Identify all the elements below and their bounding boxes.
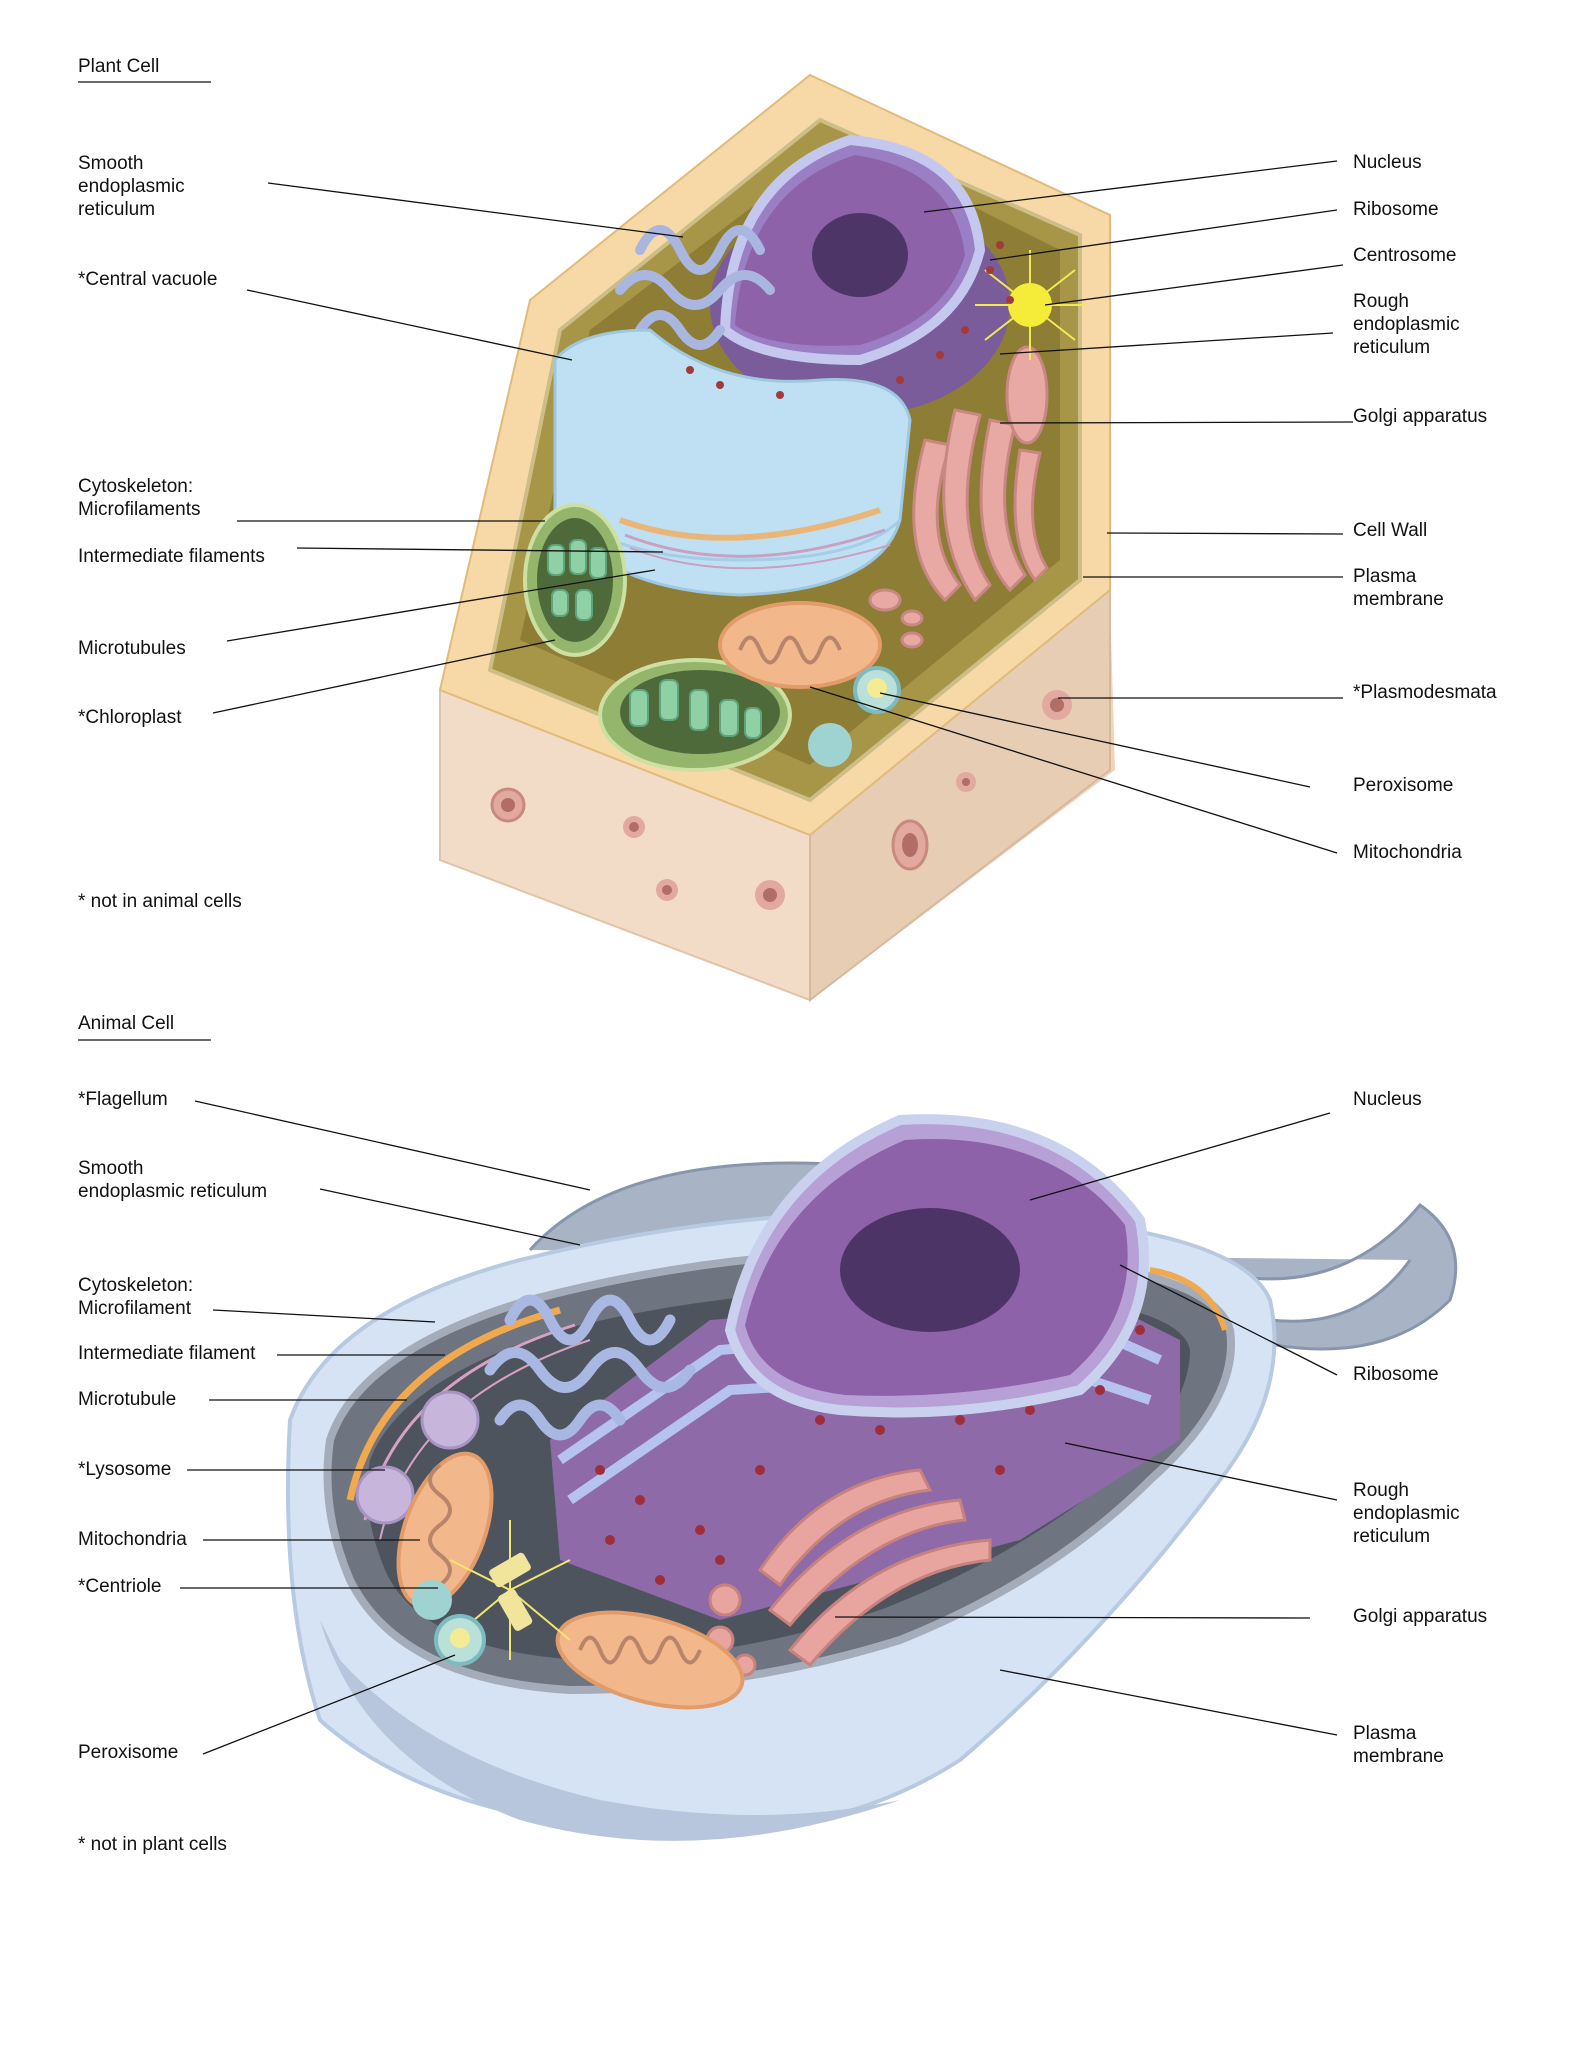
animal-label-peroxisome: Peroxisome [78,1742,179,1763]
plant-label-plasma-membrane: Plasma membrane [1353,566,1444,610]
plant-nucleolus [812,213,908,297]
plant-label-smooth-er: Smooth endoplasmic reticulum [78,153,185,220]
animal-golgi [757,1468,992,1668]
animal-label-microtubule: Microtubule [78,1389,177,1410]
plant-label-microtubules: Microtubules [78,638,186,659]
animal-label-golgi: Golgi apparatus [1353,1606,1488,1627]
animal-label-microfilament: Cytoskeleton: Microfilament [78,1275,194,1319]
animal-label-rough-er: Rough endoplasmic reticulum [1353,1480,1460,1547]
plant-label-nucleus: Nucleus [1353,152,1422,173]
animal-label-plasma-membrane: Plasma membrane [1353,1723,1444,1767]
animal-label-nucleus: Nucleus [1353,1089,1422,1110]
plant-label-golgi: Golgi apparatus [1353,406,1488,427]
animal-section-title: Animal Cell [78,1013,175,1034]
plant-footnote: * not in animal cells [78,891,242,912]
animal-label-intermediate-filament: Intermediate filament [78,1343,256,1364]
animal-nucleolus [840,1208,1020,1332]
plant-label-plasmodesmata: *Plasmodesmata [1353,682,1497,703]
animal-cell-illustration [286,1114,1458,1841]
animal-lysosome-2 [355,1465,415,1525]
plant-smooth-er [615,225,775,350]
animal-label-lysosome: *Lysosome [78,1459,172,1480]
plant-label-peroxisome: Peroxisome [1353,775,1454,796]
plant-label-intermediate-filaments: Intermediate filaments [78,546,265,567]
plant-label-cell-wall: Cell Wall [1353,520,1428,541]
animal-label-mitochondria: Mitochondria [78,1529,187,1550]
animal-leader-lines [180,1100,1338,1755]
plant-golgi [912,408,1049,603]
plant-label-central-vacuole: *Central vacuole [78,269,218,290]
plant-label-rough-er: Rough endoplasmic reticulum [1353,291,1460,358]
animal-label-centriole: *Centriole [78,1576,162,1597]
animal-label-ribosome: Ribosome [1353,1364,1439,1385]
animal-label-flagellum: *Flagellum [78,1089,168,1110]
animal-footnote: * not in plant cells [78,1834,227,1855]
plant-mitochondrion [718,601,882,689]
plant-cell-illustration [438,73,1115,1003]
plant-label-chloroplast: *Chloroplast [78,707,182,728]
plant-label-ribosome: Ribosome [1353,199,1439,220]
animal-lysosome-1 [420,1390,480,1450]
plant-section-title: Plant Cell [78,56,160,77]
plant-label-centrosome: Centrosome [1353,245,1457,266]
plant-leader-lines [78,81,1354,1041]
animal-label-smooth-er: Smooth endoplasmic reticulum [78,1158,268,1202]
animal-smooth-er [484,1294,696,1441]
animal-mitochondrion-2 [555,1610,745,1710]
plant-label-microfilaments: Cytoskeleton: Microfilaments [78,476,201,520]
plant-label-mitochondria: Mitochondria [1353,842,1462,863]
